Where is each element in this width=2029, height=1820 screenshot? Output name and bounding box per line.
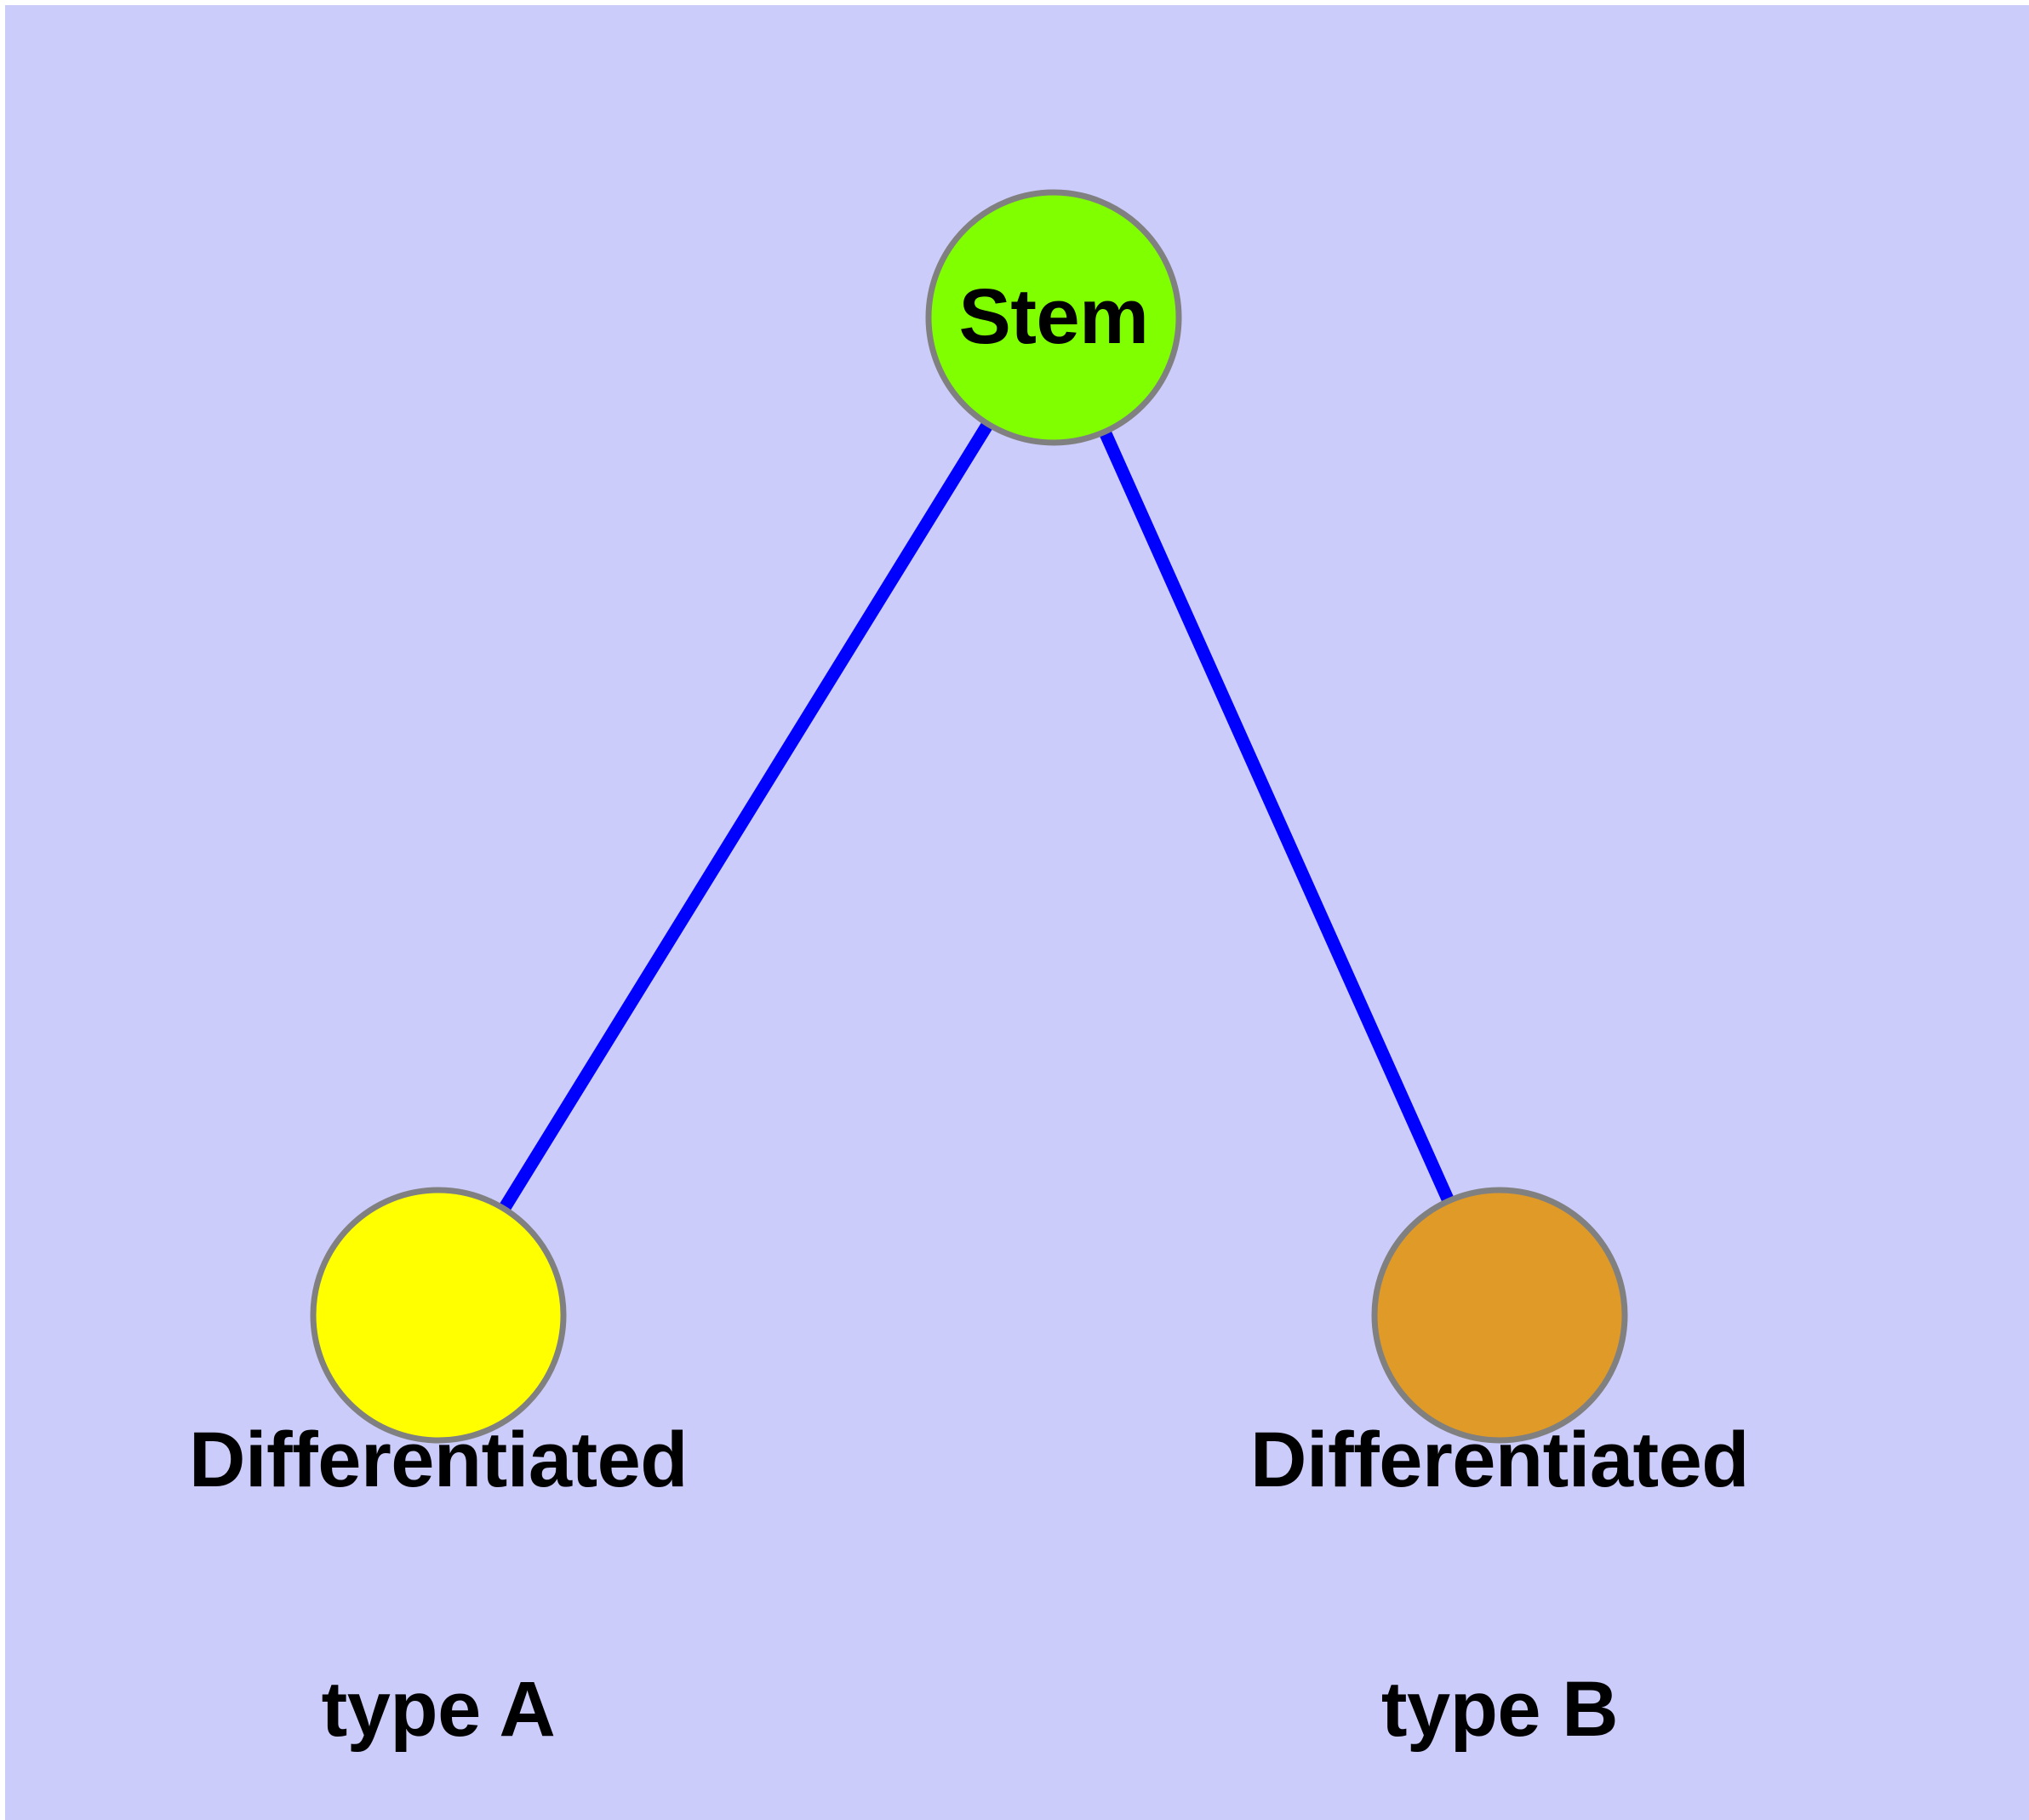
node-stem-circle[interactable]	[925, 189, 1182, 446]
node-diff-a-circle[interactable]	[310, 1187, 567, 1444]
edge-stem-to-diff-b	[1048, 314, 1506, 1319]
edge-stem-to-diff-a	[432, 314, 1060, 1319]
node-layer	[310, 189, 1628, 1444]
node-diff-b-circle[interactable]	[1371, 1187, 1628, 1444]
edge-layer	[432, 314, 1506, 1319]
